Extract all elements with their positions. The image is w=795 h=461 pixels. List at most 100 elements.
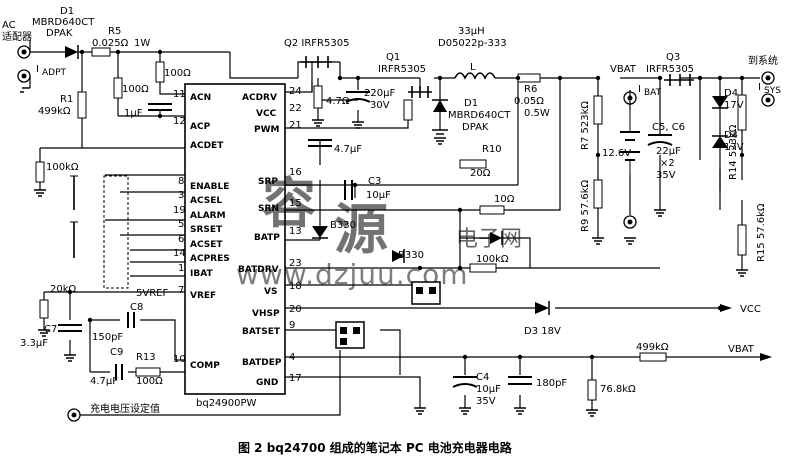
label-c8-val: 150pF bbox=[92, 332, 123, 343]
label-d4b: D4 bbox=[724, 130, 738, 141]
label-ibat: I bbox=[638, 84, 641, 95]
label-d1: D1 bbox=[60, 6, 74, 17]
label-c7-val: 3.3μF bbox=[20, 338, 48, 349]
label-180pf: 180pF bbox=[536, 378, 567, 389]
isys-terminal bbox=[761, 93, 775, 107]
label-r5-pwr: 1W bbox=[134, 38, 150, 49]
pin-num: 16 bbox=[289, 167, 302, 178]
label-c56: C5, C6 bbox=[652, 122, 685, 133]
pin-srn-label: SRN bbox=[258, 204, 279, 214]
label-499k: 499kΩ bbox=[636, 342, 669, 353]
pin-num: 20 bbox=[289, 304, 302, 315]
label-100k: 100kΩ bbox=[46, 162, 79, 173]
label-d4a-v: 17V bbox=[724, 100, 744, 111]
label-c4-v: 35V bbox=[476, 396, 496, 407]
pin-acset-label: ACSET bbox=[190, 240, 223, 250]
label-10r: 10Ω bbox=[494, 194, 515, 205]
vbat-arrow-icon bbox=[760, 353, 772, 361]
label-d4a: D4 bbox=[724, 88, 738, 99]
label-r14: R14 523kΩ bbox=[728, 124, 739, 180]
label-5vref: 5VREF bbox=[136, 288, 168, 299]
label-d1-pkg: DPAK bbox=[46, 28, 73, 39]
zener-d4-b bbox=[712, 136, 728, 148]
label-d4b-v: 17V bbox=[724, 142, 744, 153]
pin-num: 23 bbox=[289, 258, 302, 269]
ic-right-pins: ACDRV VCC PWM SRP SRN BATP BATDRV VS VHS… bbox=[238, 86, 302, 388]
zener-d4-a bbox=[712, 96, 728, 108]
resistor-r7 bbox=[593, 95, 603, 125]
ic-body bbox=[184, 83, 286, 395]
battery-neg-terminal bbox=[623, 215, 637, 229]
pin-num: 15 bbox=[289, 198, 302, 209]
pin-acn-label: ACN bbox=[190, 93, 211, 103]
label-l-part: D05022p-333 bbox=[438, 38, 507, 49]
resistor-20k bbox=[39, 299, 49, 319]
resistor-499k bbox=[639, 352, 667, 362]
label-c7: C7 bbox=[44, 324, 57, 335]
label-to-system: 到系统 bbox=[748, 54, 778, 67]
junction-dots bbox=[67, 49, 745, 360]
resistor-76k8 bbox=[587, 379, 597, 401]
labels: AC 适配器 I ADPT D1 MBRD640CT DPAK R5 0.025… bbox=[2, 6, 781, 415]
vcc-arrow-icon bbox=[720, 304, 732, 312]
pin-num: 3 bbox=[178, 190, 184, 201]
label-r6-pwr: 0.5W bbox=[524, 108, 550, 119]
resistor-r6 bbox=[517, 73, 541, 83]
label-batt-v: 12.6V bbox=[602, 148, 631, 159]
pin-acp-label: ACP bbox=[190, 122, 211, 132]
jumper-block bbox=[103, 175, 129, 289]
components bbox=[17, 45, 775, 422]
battery-icon bbox=[620, 110, 640, 175]
label-r15: R15 57.6kΩ bbox=[756, 203, 767, 262]
label-4r7: 4.7Ω bbox=[326, 96, 350, 107]
label-iadpt-sub: ADPT bbox=[42, 68, 67, 78]
label-isys-sub: SYS bbox=[764, 86, 781, 96]
label-d1b-part: MBRD640CT bbox=[448, 110, 511, 121]
pin-enable-label: ENABLE bbox=[190, 182, 229, 192]
pin-num: 1 bbox=[178, 263, 184, 274]
label-100-a: 100Ω bbox=[164, 68, 191, 79]
pin-srset-label: SRSET bbox=[190, 225, 223, 235]
label-c3: C3 bbox=[368, 176, 381, 187]
resistor-100-b bbox=[155, 61, 165, 83]
label-d1b-pkg: DPAK bbox=[462, 122, 489, 133]
pin-comp-label: COMP bbox=[190, 361, 220, 371]
switch-array bbox=[70, 175, 78, 258]
label-r5: R5 bbox=[108, 26, 121, 37]
pin-num: 14 bbox=[173, 248, 186, 259]
label-q2: Q2 IRFR5305 bbox=[284, 38, 349, 49]
label-d3: D3 18V bbox=[524, 326, 561, 337]
label-c9-val: 4.7μF bbox=[90, 376, 118, 387]
label-220uf: 220μF bbox=[364, 88, 395, 99]
pin-vcc-label: VCC bbox=[256, 109, 277, 119]
label-vbat-out: VBAT bbox=[728, 344, 755, 355]
mosfet-q2 bbox=[300, 56, 332, 68]
diode-d1-flyback bbox=[433, 100, 447, 112]
pin-num: 21 bbox=[289, 120, 302, 131]
pin-batdrv-label: BATDRV bbox=[238, 265, 279, 275]
pin-num: 7 bbox=[178, 285, 184, 296]
diode-d1-input bbox=[65, 46, 78, 58]
label-100-b: 100Ω bbox=[122, 84, 149, 95]
ac-adapter-jack-top bbox=[17, 45, 31, 59]
resistor-4r7 bbox=[313, 85, 323, 109]
label-q3-part: IRFR5305 bbox=[646, 64, 694, 75]
pin-num: 18 bbox=[289, 281, 302, 292]
pin-num: 9 bbox=[289, 320, 295, 331]
label-r1: R1 bbox=[60, 94, 73, 105]
label-c8: C8 bbox=[130, 302, 143, 313]
label-q3: Q3 bbox=[666, 52, 680, 63]
label-r6-val: 0.05Ω bbox=[514, 96, 544, 107]
pin-gnd-label: GND bbox=[256, 378, 278, 388]
label-q1-part: IRFR5305 bbox=[378, 64, 426, 75]
pin-batset-label: BATSET bbox=[242, 327, 281, 337]
label-iadpt: I bbox=[36, 64, 39, 75]
label-100k-b: 100kΩ bbox=[476, 254, 509, 265]
ground-symbols bbox=[20, 87, 748, 417]
pin-acdet-label: ACDET bbox=[190, 141, 224, 151]
label-c4: C4 bbox=[476, 372, 489, 383]
vbat-terminal bbox=[623, 91, 637, 105]
label-r1-val: 499kΩ bbox=[38, 106, 71, 117]
label-c56-v: 35V bbox=[656, 170, 676, 181]
